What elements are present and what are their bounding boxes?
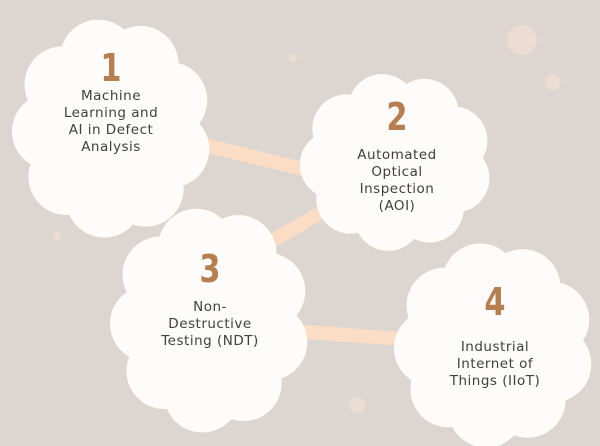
node-label: Destructive (168, 316, 252, 332)
decor-dot (349, 397, 365, 413)
node-label: Optical (371, 164, 423, 180)
node-label: (AOI) (378, 198, 416, 214)
decor-dot (545, 74, 561, 90)
node-label: Machine (80, 88, 141, 104)
connector-2-3 (261, 203, 329, 252)
cloud-shape-1 (11, 19, 210, 238)
node-label: Inspection (359, 181, 435, 197)
node-label: Testing (NDT) (161, 333, 259, 349)
decor-dot (507, 25, 537, 55)
cloud-node-4: 4 Industrial Internet of Things (IIoT) (405, 282, 585, 390)
node-number: 1 (100, 46, 122, 90)
cloud-node-2: 2 Automated Optical Inspection (AOI) (307, 97, 487, 215)
node-number: 2 (386, 95, 408, 139)
node-label: Non- (193, 299, 227, 315)
node-label: AI in Defect (68, 122, 154, 138)
node-label: Automated (357, 147, 437, 163)
cloud-node-3: 3 Non- Destructive Testing (NDT) (120, 249, 300, 350)
node-number: 4 (484, 280, 506, 324)
cloud-node-1: 1 Machine Learning and AI in Defect Anal… (21, 48, 201, 156)
node-label: Learning and (63, 105, 159, 121)
decor-dot (289, 54, 297, 62)
cloud-shape-2 (299, 74, 490, 251)
node-label: Industrial (460, 339, 530, 355)
node-label: Internet of (456, 356, 534, 372)
decor-dot (53, 232, 61, 240)
node-number: 3 (199, 247, 221, 291)
cloud-shape-4 (393, 243, 592, 446)
node-label: Analysis (81, 139, 141, 155)
cloud-shape-3 (109, 208, 308, 433)
node-label: Things (IIoT) (449, 373, 541, 389)
